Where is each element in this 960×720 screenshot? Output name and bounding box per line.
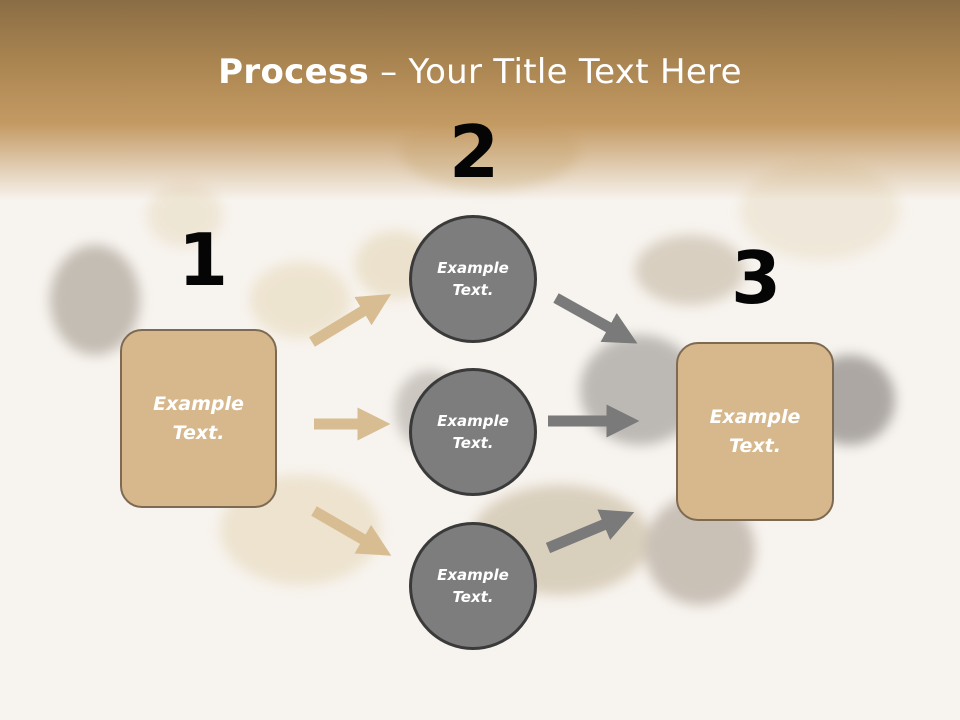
title-rest: – Your Title Text Here <box>369 52 742 92</box>
arrow-1-to-top <box>309 294 392 347</box>
step-2-circle-bottom-text: Example Text. <box>437 565 509 607</box>
step-2-circle-top-text: Example Text. <box>437 258 509 300</box>
arrow-top-to-3 <box>553 293 638 344</box>
step-2-circle-middle[interactable]: Example Text. <box>409 368 537 496</box>
step-3-box[interactable]: Example Text. <box>676 342 834 521</box>
header-band <box>0 0 960 200</box>
step-1-box-text: Example Text. <box>153 393 244 444</box>
step-2-circle-bottom[interactable]: Example Text. <box>409 522 537 650</box>
step-number-1: 1 <box>178 218 229 302</box>
title-bold: Process <box>218 52 370 92</box>
step-number-2: 2 <box>449 110 500 194</box>
arrow-bottom-to-3 <box>545 509 635 554</box>
step-number-3: 3 <box>731 236 782 320</box>
step-1-box[interactable]: Example Text. <box>120 329 277 508</box>
step-2-circle-top[interactable]: Example Text. <box>409 215 537 343</box>
arrow-1-to-bottom <box>311 506 392 556</box>
step-2-circle-middle-text: Example Text. <box>437 411 509 453</box>
step-3-box-text: Example Text. <box>709 406 801 457</box>
slide-title: Process – Your Title Text Here <box>0 52 960 92</box>
